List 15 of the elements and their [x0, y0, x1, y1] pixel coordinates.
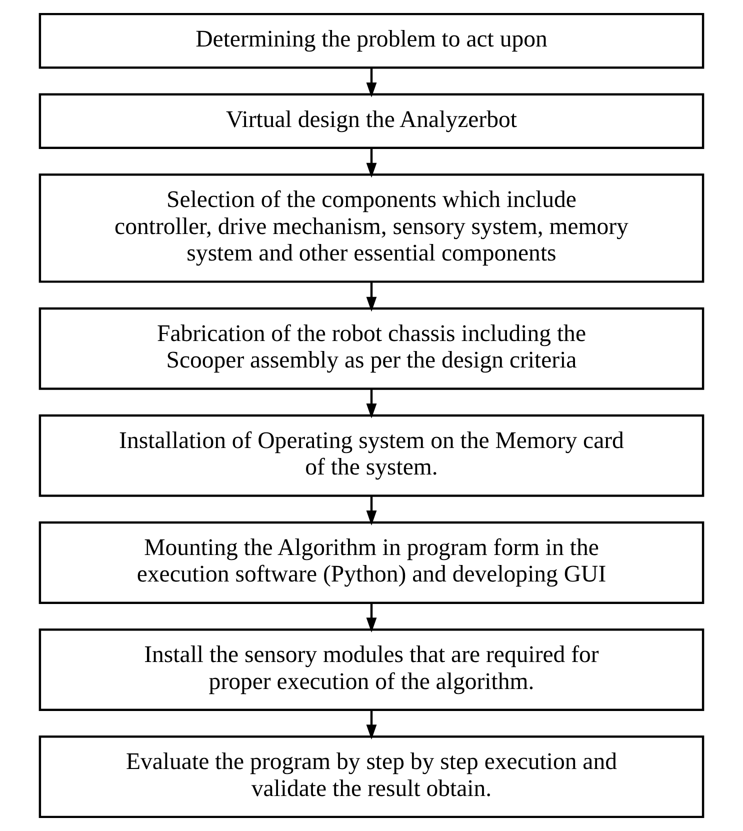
arrow: [366, 282, 377, 312]
node-box: Mounting the Algorithm in program form in the execution software (Python) and developing GUI: [38, 521, 704, 604]
arrow: [366, 710, 377, 740]
node-box: Selection of the components which include controller, drive mechanism, sensory system, memory system and other essential components: [38, 174, 704, 283]
arrow: [366, 496, 377, 526]
node-box: Evaluate the program by step by step execution and validate the result obtain.: [38, 736, 704, 818]
arrow: [366, 148, 377, 178]
node-box: Installation of Operating system on the Memory card of the system.: [38, 414, 704, 497]
node-box: Fabrication of the robot chassis including the Scooper assembly as per the design criteria: [38, 307, 704, 390]
arrow: [366, 388, 377, 418]
arrow: [366, 68, 377, 98]
arrow: [366, 602, 377, 632]
node-box: Virtual design the Analyzerbot: [38, 93, 704, 149]
node-box: Install the sensory modules that are required for proper execution of the algorithm.: [38, 628, 704, 711]
node-box: Determining the problem to act upon: [38, 12, 704, 69]
